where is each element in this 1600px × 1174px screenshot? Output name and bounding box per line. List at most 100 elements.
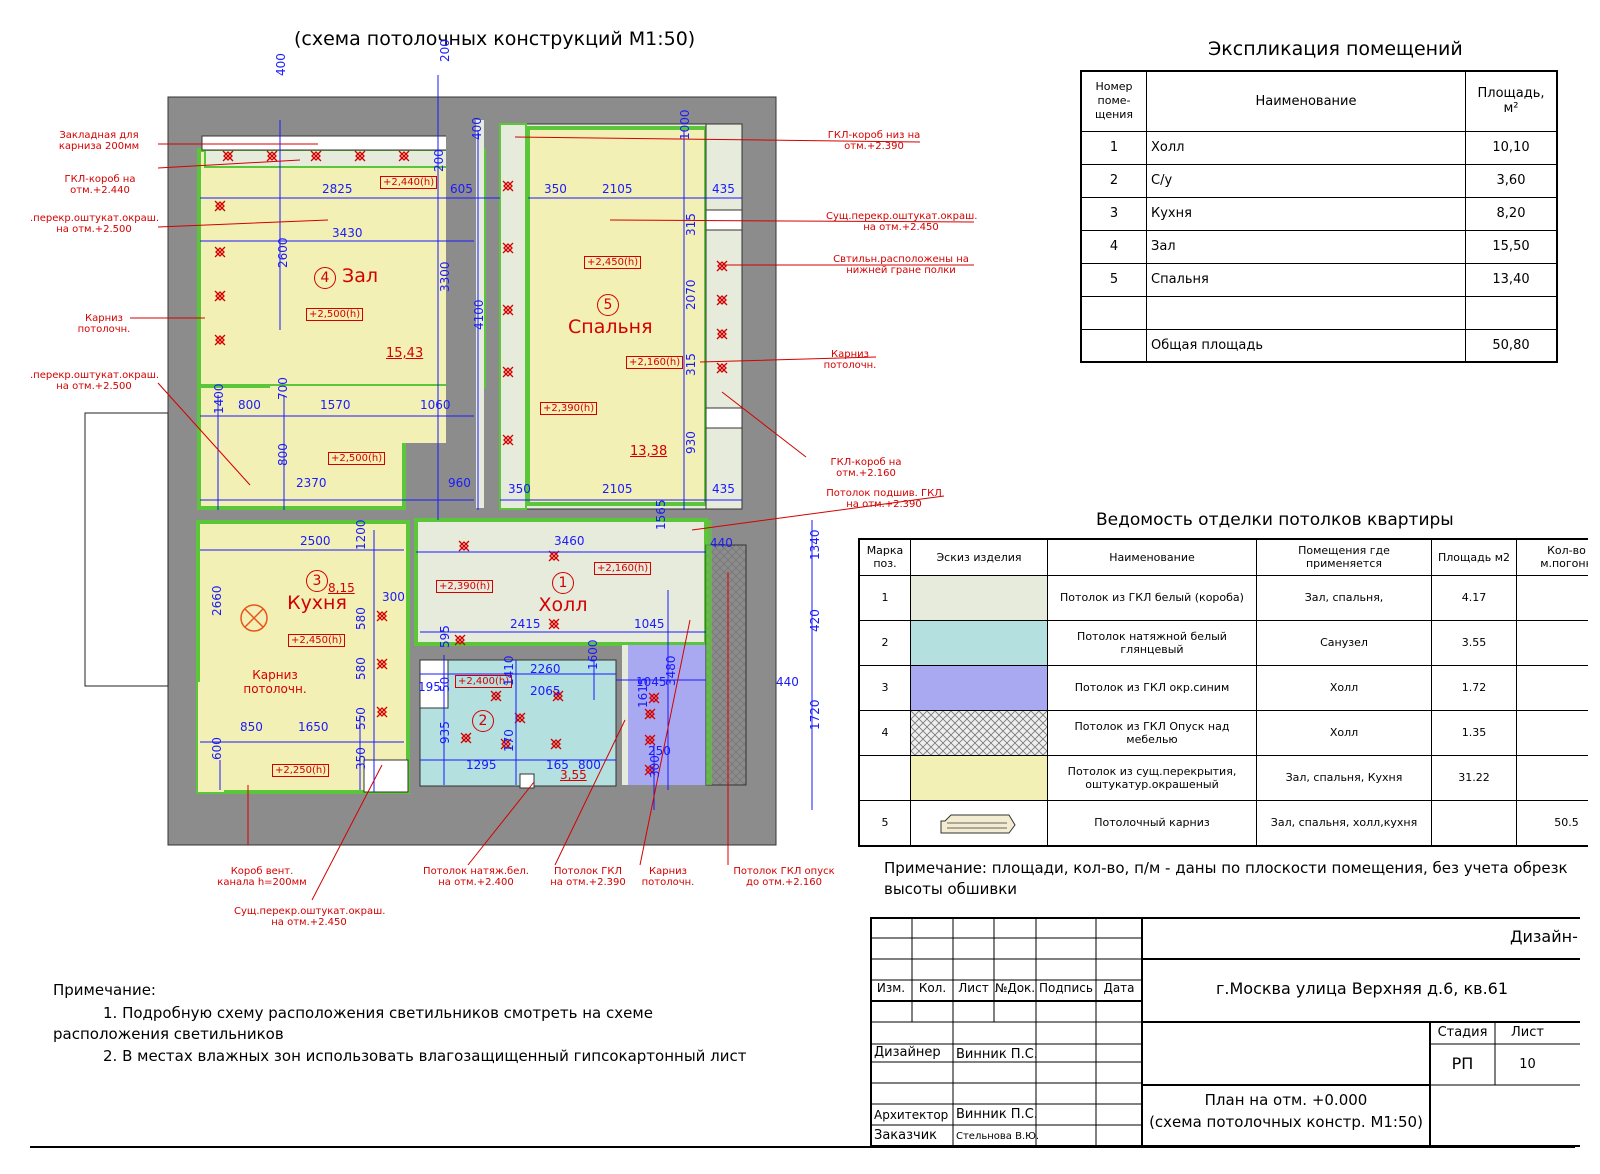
room-area-su: 3,55: [560, 768, 587, 782]
dimension-lines: [200, 75, 813, 810]
room-number-cell: 5: [1080, 262, 1147, 297]
dimension-label: 600: [210, 737, 224, 760]
client-name: Стельнова В.Ю.: [956, 1131, 1040, 1142]
title-block-col-header: Дата: [1103, 981, 1135, 995]
light-fixture-icon: [716, 294, 728, 306]
drawing-title-1: План на отм. +0.000: [1204, 1091, 1368, 1109]
level-mark: +2,500(h): [328, 452, 386, 465]
designer-label: Дизайнер: [874, 1045, 941, 1060]
rooms-cell: Зал, спальня,: [1256, 574, 1432, 621]
title-block-col-header: Лист: [958, 981, 989, 995]
light-fixture-icon: [548, 550, 560, 562]
dimension-label: 4100: [472, 299, 486, 330]
dimension-label: 935: [438, 721, 452, 744]
table-row: Потолок из сущ.перекрытия, оштукатур.окр…: [858, 754, 1588, 801]
room-name: Спальня: [568, 316, 653, 338]
callout: Карниз потолочн.: [641, 866, 695, 888]
level-mark: +2,440(h): [380, 176, 438, 189]
room-label-zal: 4 Зал: [314, 265, 378, 289]
hatch-swatch-icon: [911, 710, 1047, 755]
light-fixture-icon: [502, 180, 514, 192]
length-cell: [1516, 664, 1588, 711]
callout: ГКЛ-короб на отм.+2.160: [830, 457, 902, 479]
level-mark: +2,450(h): [288, 634, 346, 647]
callout: .перекр.оштукат.окраш. на отм.+2.500: [30, 370, 160, 392]
dimension-label: 3460: [554, 534, 585, 548]
room-area-cell: 13,40: [1465, 262, 1558, 297]
room-number: 4: [314, 267, 336, 289]
dimension-label: 50: [438, 676, 452, 692]
title-block-grid: [870, 917, 1580, 1147]
level-mark: +2,160(h): [594, 562, 652, 575]
name-cell: Потолок из сущ.перекрытия, оштукатур.окр…: [1047, 754, 1257, 801]
dimension-label: 2660: [210, 585, 224, 616]
mark-cell: 5: [858, 799, 911, 846]
dimension-label: 1045: [636, 675, 667, 689]
dimension-label: 1045: [634, 617, 665, 631]
light-fixture-icon: [376, 706, 388, 718]
light-fixture-icon: [490, 690, 502, 702]
level-mark: +2,500(h): [306, 308, 364, 321]
dimension-label: 250: [648, 744, 671, 758]
dimension-label: 170: [502, 729, 516, 752]
light-fixture-icon: [552, 690, 564, 702]
name-cell: Потолочный карниз: [1047, 799, 1257, 846]
swatch-cell: [910, 709, 1048, 756]
finish-table: Марка поз. Эскиз изделия Наименование По…: [858, 538, 1588, 847]
light-fixture-icon: [716, 260, 728, 272]
dimension-label: 1295: [466, 758, 497, 772]
dimension-label: 1400: [212, 383, 226, 414]
dimension-label: 315: [684, 213, 698, 236]
finish-table-title: Ведомость отделки потолков квартиры: [1096, 510, 1454, 530]
room-name: Зал: [342, 265, 379, 287]
area-cell: 31.22: [1431, 754, 1517, 801]
dimension-label: 2600: [276, 237, 290, 268]
room-label-su: 2: [472, 710, 494, 732]
dimension-label: 1410: [502, 655, 516, 686]
col-header: Кол-во м.погонн: [1516, 538, 1588, 576]
callout: Карниз потолочн.: [823, 349, 877, 371]
dimension-label: 2105: [602, 182, 633, 196]
callout: Свтильн.расположены на нижней гране полк…: [833, 254, 969, 276]
col-header: Эскиз изделия: [910, 538, 1048, 576]
col-header: Площадь, м²: [1465, 70, 1558, 132]
dimension-label: 165: [546, 758, 569, 772]
col-header: Наименование: [1047, 538, 1257, 576]
light-fixture-icon: [222, 150, 234, 162]
room-name-cell: Кухня: [1146, 196, 1466, 231]
light-fixture-icon: [458, 540, 470, 552]
callout: ГКЛ-короб на отм.+2.440: [64, 174, 136, 196]
dimension-label: 315: [684, 353, 698, 376]
swatch-cell: [910, 754, 1048, 801]
room-number-cell: [1080, 295, 1147, 330]
area-cell: 1.35: [1431, 709, 1517, 756]
callout: Закладная для карниза 200мм: [58, 130, 140, 152]
light-fixture-icon: [502, 366, 514, 378]
dimension-label: 1000: [678, 109, 692, 140]
level-mark: +2,390(h): [436, 580, 494, 593]
light-fixture-icon: [214, 290, 226, 302]
room-name: Кухня: [287, 592, 347, 614]
room-area-cell: 8,20: [1465, 196, 1558, 231]
room-number: 3: [306, 570, 328, 592]
dimension-label: 2260: [530, 662, 561, 676]
swatch-cell: [910, 664, 1048, 711]
leader-lines: [130, 136, 975, 901]
dimension-label: 580: [354, 607, 368, 630]
length-cell: 50.5: [1516, 799, 1588, 846]
length-cell: [1516, 709, 1588, 756]
room-area-cell: [1465, 295, 1558, 330]
room-area-kuhnya: 8,15: [328, 581, 355, 595]
swatch-cell: [910, 619, 1048, 666]
callout: Потолок натяж.бел. на отм.+2.400: [423, 866, 529, 888]
dimension-label: 435: [712, 182, 735, 196]
area-cell: 1.72: [1431, 664, 1517, 711]
callout: Сущ.перекр.оштукат.окраш. на отм.+2.450: [826, 211, 978, 233]
area-cell: 4.17: [1431, 574, 1517, 621]
room-area-cell: 3,60: [1465, 163, 1558, 198]
